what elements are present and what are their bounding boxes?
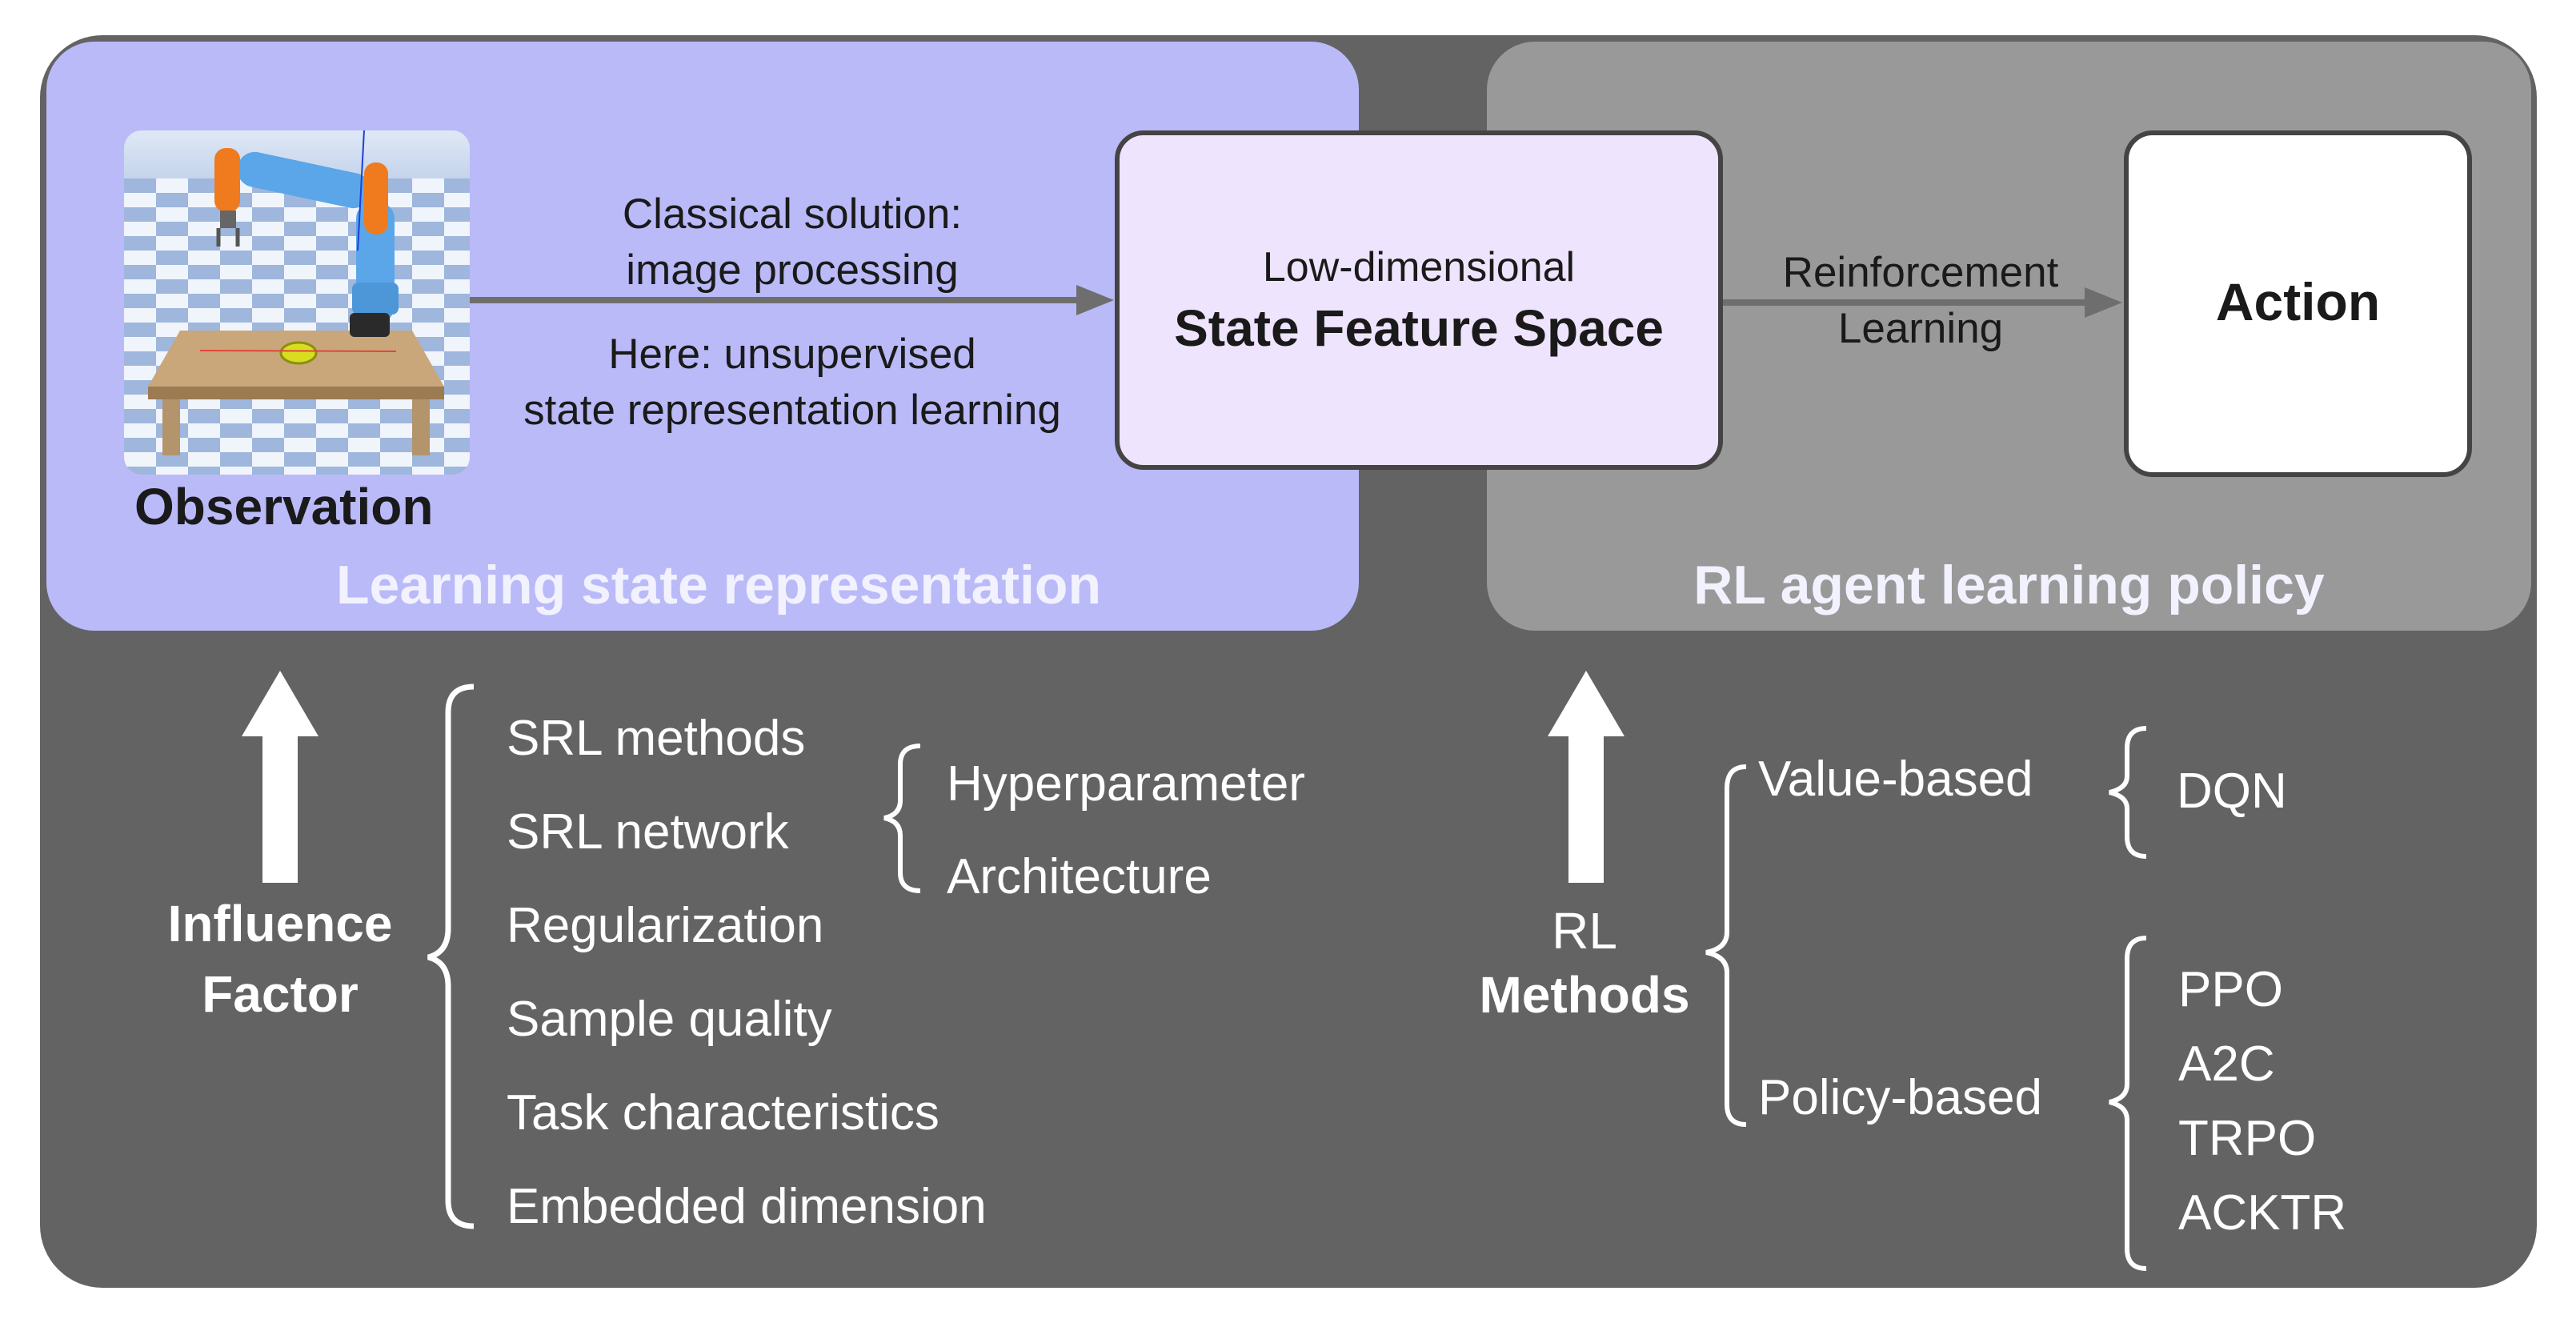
- rl-line-2: Learning: [1837, 305, 2004, 352]
- srl-panel-title: Learning state representation: [335, 555, 1102, 615]
- robot-arm-scene: [124, 130, 470, 475]
- policy-algo-item: ACKTR: [2178, 1185, 2347, 1241]
- influence-up-arrow-icon: [242, 671, 318, 883]
- influence-factor-label: Influence Factor: [136, 888, 424, 1029]
- factor-item: Sample quality: [507, 992, 832, 1047]
- influence-factor-list: SRL methods SRL network Regularization S…: [507, 692, 987, 1253]
- rl-methods-line-2: Methods: [1479, 966, 1690, 1024]
- policy-algo-item: A2C: [2178, 1036, 2275, 1092]
- factor-item: Embedded dimension: [507, 1179, 987, 1234]
- factor-item: Task characteristics: [507, 1085, 939, 1141]
- value-based-brace: [2109, 726, 2147, 859]
- policy-based-brace: [2109, 936, 2147, 1271]
- policy-algo-item: PPO: [2178, 962, 2283, 1017]
- influence-line-1: Influence: [167, 895, 393, 952]
- rl-up-arrow-icon: [1548, 671, 1625, 883]
- observation-image: [124, 130, 470, 475]
- rl-panel-title: RL agent learning policy: [1693, 555, 2325, 615]
- rl-methods-brace: [1705, 764, 1747, 1127]
- network-sub-item: Architecture: [947, 849, 1212, 904]
- here-line-1: Here: unsupervised: [608, 331, 976, 378]
- policy-algo-list: PPO A2C TRPO ACKTR: [2178, 952, 2346, 1250]
- network-sub-brace: [883, 744, 921, 893]
- value-based-label: Value-based: [1758, 752, 2033, 807]
- classical-solution-label: Classical solution: image processing: [472, 186, 1112, 299]
- unsupervised-srl-label: Here: unsupervised state representation …: [472, 327, 1112, 439]
- value-algo-item: DQN: [2177, 764, 2287, 819]
- state-box-title: State Feature Space: [1174, 299, 1664, 357]
- observation-label: Observation: [134, 478, 434, 535]
- state-feature-space-box: Low-dimensional State Feature Space: [1115, 130, 1723, 470]
- classical-line-1: Classical solution:: [622, 190, 963, 238]
- factor-item: SRL methods: [507, 711, 806, 766]
- state-box-subtitle: Low-dimensional: [1262, 244, 1576, 291]
- policy-based-label: Policy-based: [1758, 1070, 2042, 1125]
- here-line-2: state representation learning: [523, 387, 1061, 434]
- arrowhead-icon: [2085, 287, 2122, 318]
- factor-item: SRL network: [507, 804, 789, 860]
- arrowhead-icon: [1076, 285, 1114, 315]
- rl-line-1: Reinforcement: [1782, 249, 2059, 296]
- factor-item: Regularization: [507, 898, 824, 953]
- influence-line-2: Factor: [202, 965, 359, 1023]
- network-sub-item: Hyperparameter: [947, 756, 1305, 812]
- policy-algo-item: TRPO: [2178, 1111, 2317, 1166]
- network-sub-list: Hyperparameter Architecture: [947, 738, 1305, 924]
- influence-brace: [427, 684, 475, 1229]
- reinforcement-learning-label: Reinforcement Learning: [1725, 245, 2117, 357]
- rl-methods-line-1: RL: [1552, 902, 1617, 960]
- action-label: Action: [2215, 272, 2381, 331]
- action-box: Action: [2124, 130, 2472, 477]
- rl-methods-label: RL Methods: [1440, 899, 1729, 1027]
- classical-line-2: image processing: [626, 247, 959, 294]
